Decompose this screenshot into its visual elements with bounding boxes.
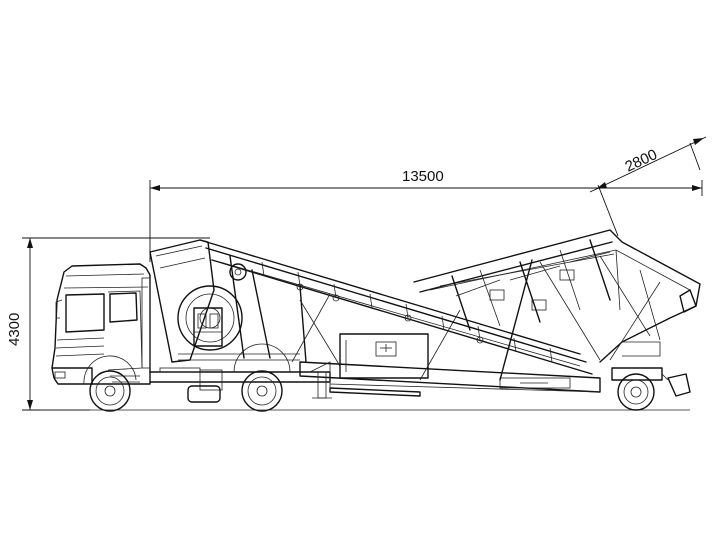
mixer-section xyxy=(149,239,300,363)
trailer-frame xyxy=(299,361,601,399)
dimension-height-label: 4300 xyxy=(6,313,23,346)
rear-wheel xyxy=(241,370,283,412)
conveyor-rollers xyxy=(261,261,553,363)
main-conveyor xyxy=(199,239,593,375)
control-cabinet xyxy=(339,333,429,379)
dimension-width-label: 2800 xyxy=(623,146,660,176)
dimension-width: 2800 xyxy=(589,136,707,237)
dimension-length: 13500 xyxy=(149,168,703,262)
dimension-length-label: 13500 xyxy=(402,168,444,185)
front-wheel xyxy=(89,370,131,412)
aggregate-bins xyxy=(413,229,701,381)
rear-axle xyxy=(611,367,691,411)
truck-tractor xyxy=(51,263,331,412)
